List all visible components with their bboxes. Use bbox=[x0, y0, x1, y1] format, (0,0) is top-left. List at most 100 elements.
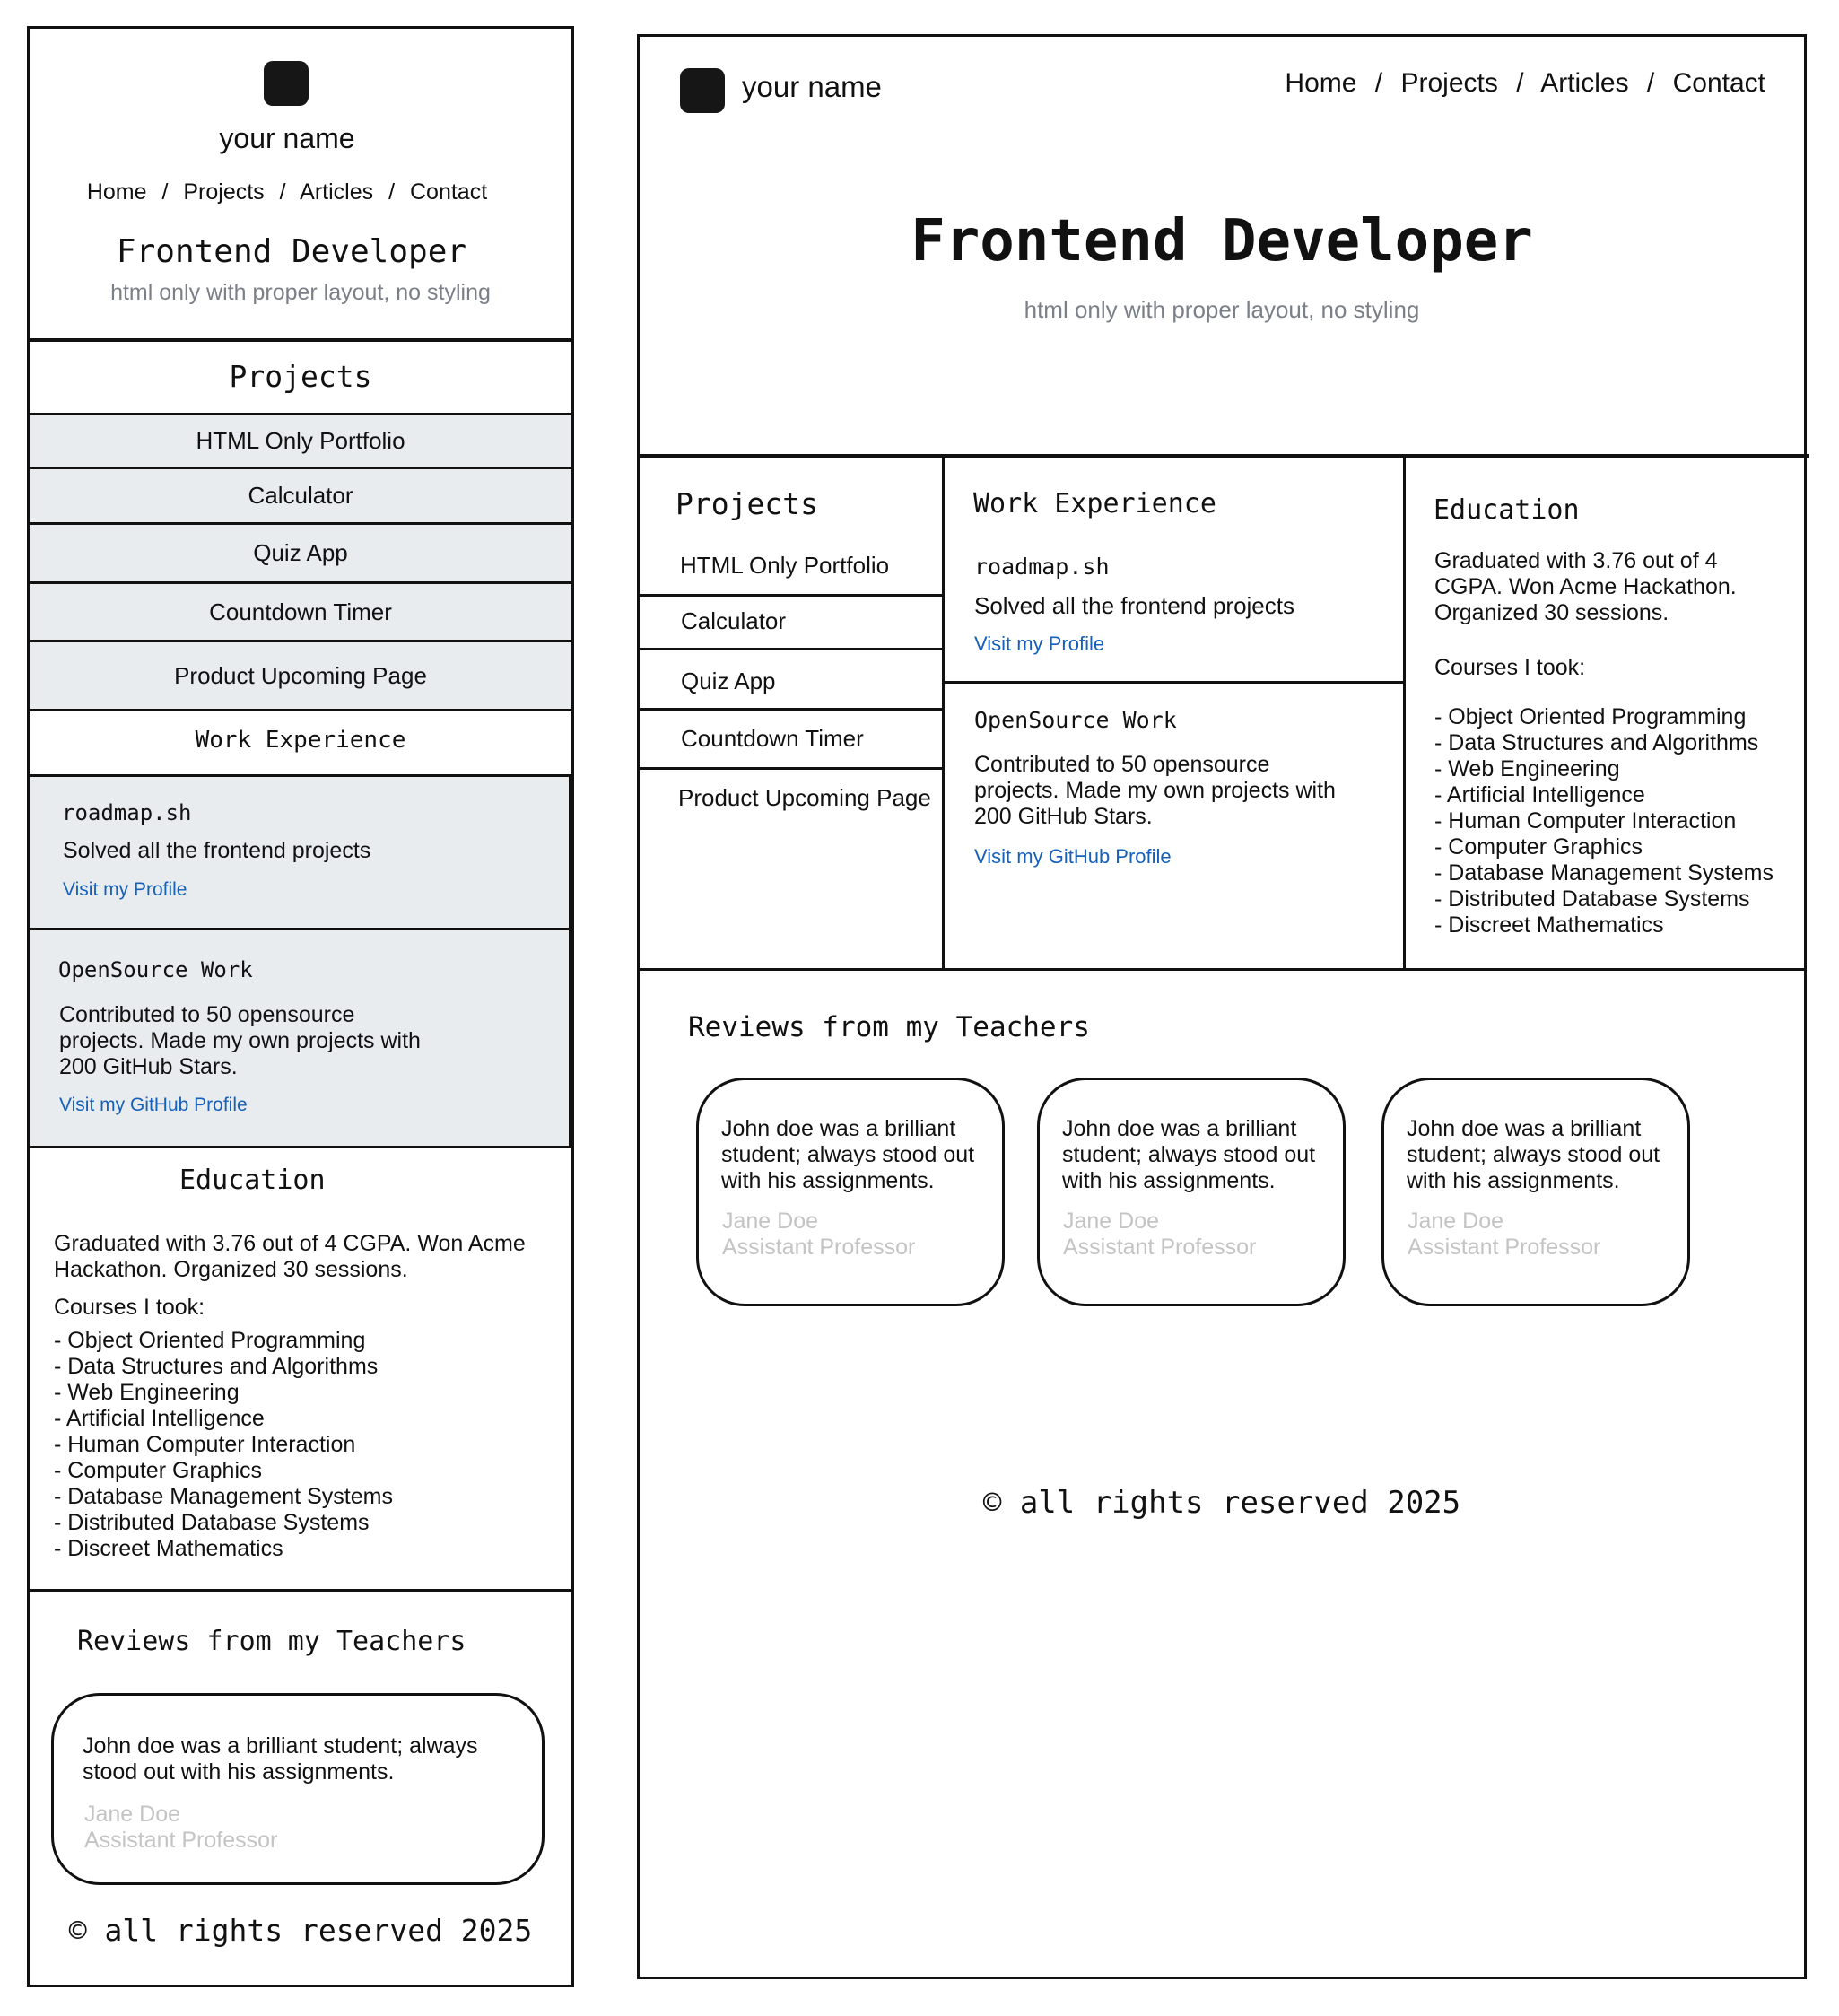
nav-separator: / bbox=[1646, 68, 1655, 98]
column-divider bbox=[942, 458, 945, 970]
course-item: - Discreet Mathematics bbox=[1434, 912, 1664, 938]
desktop-wireframe bbox=[637, 34, 1807, 1979]
project-item[interactable]: Quiz App bbox=[681, 668, 776, 694]
desktop-education-heading: Education bbox=[1434, 494, 1580, 526]
nav-separator: / bbox=[388, 179, 396, 205]
mobile-education-heading: Education bbox=[179, 1165, 326, 1196]
project-item[interactable]: Product Upcoming Page bbox=[27, 640, 574, 711]
project-item[interactable]: Calculator bbox=[27, 467, 574, 525]
course-item: - Distributed Database Systems bbox=[54, 1510, 370, 1535]
mobile-work-card-roadmap: roadmap.sh Solved all the frontend proje… bbox=[27, 777, 571, 928]
visit-profile-link[interactable]: Visit my Profile bbox=[974, 633, 1105, 655]
nav-projects-link[interactable]: Projects bbox=[183, 179, 265, 205]
nav-separator: / bbox=[279, 179, 286, 205]
work-title: roadmap.sh bbox=[974, 554, 1110, 580]
project-item[interactable]: Countdown Timer bbox=[27, 581, 574, 642]
desktop-courses-label: Courses I took: bbox=[1434, 655, 1586, 680]
divider bbox=[27, 928, 574, 930]
mobile-hero-subtitle: html only with proper layout, no styling bbox=[110, 280, 491, 305]
divider bbox=[640, 767, 942, 770]
desktop-review-card: John doe was a brilliant student; always… bbox=[1381, 1078, 1690, 1306]
divider bbox=[942, 681, 1404, 684]
nav-articles-link[interactable]: Articles bbox=[1540, 68, 1629, 98]
divider bbox=[640, 968, 1807, 971]
desktop-review-card: John doe was a brilliant student; always… bbox=[696, 1078, 1005, 1306]
work-title: roadmap.sh bbox=[62, 800, 192, 825]
work-text: Contributed to 50 opensource projects. M… bbox=[59, 1002, 421, 1079]
visit-github-link[interactable]: Visit my GitHub Profile bbox=[59, 1095, 248, 1115]
mobile-work-heading: Work Experience bbox=[195, 727, 406, 754]
course-item: - Web Engineering bbox=[1434, 756, 1620, 781]
course-item: - Distributed Database Systems bbox=[1434, 886, 1750, 912]
review-author: Jane Doe Assistant Professor bbox=[1063, 1209, 1257, 1260]
project-item[interactable]: Product Upcoming Page bbox=[678, 784, 931, 811]
course-item: - Human Computer Interaction bbox=[54, 1432, 356, 1457]
mobile-reviews-heading: Reviews from my Teachers bbox=[77, 1626, 466, 1657]
course-item: - Computer Graphics bbox=[54, 1458, 263, 1483]
divider bbox=[640, 708, 942, 711]
divider bbox=[640, 594, 942, 597]
work-text: Solved all the frontend projects bbox=[63, 838, 371, 863]
logo-square-icon bbox=[680, 68, 725, 113]
logo-square-icon bbox=[264, 61, 309, 106]
course-item: - Object Oriented Programming bbox=[1434, 704, 1747, 729]
visit-profile-link[interactable]: Visit my Profile bbox=[63, 879, 187, 900]
review-quote: John doe was a brilliant student; always… bbox=[83, 1733, 478, 1785]
desktop-courses-list: - Object Oriented Programming - Data Str… bbox=[1434, 704, 1774, 938]
mobile-hero-title: Frontend Developer bbox=[116, 233, 467, 270]
work-title: OpenSource Work bbox=[58, 957, 253, 982]
course-item: - Data Structures and Algorithms bbox=[54, 1354, 379, 1379]
review-author: Jane Doe Assistant Professor bbox=[1408, 1209, 1601, 1260]
mobile-courses-list: - Object Oriented Programming - Data Str… bbox=[54, 1328, 393, 1562]
mobile-review-card: John doe was a brilliant student; always… bbox=[51, 1693, 545, 1885]
nav-home-link[interactable]: Home bbox=[86, 179, 147, 205]
course-item: - Discreet Mathematics bbox=[54, 1536, 283, 1561]
nav-contact-link[interactable]: Contact bbox=[410, 179, 488, 205]
divider bbox=[27, 1589, 574, 1592]
project-item[interactable]: HTML Only Portfolio bbox=[27, 413, 574, 469]
review-author: Jane Doe Assistant Professor bbox=[84, 1802, 278, 1853]
work-text: Contributed to 50 opensource projects. M… bbox=[974, 752, 1336, 829]
divider bbox=[27, 774, 574, 777]
divider bbox=[640, 648, 942, 650]
desktop-footer: © all rights reserved 2025 bbox=[982, 1485, 1461, 1521]
desktop-nav: Home / Projects / Articles / Contact bbox=[1285, 68, 1765, 99]
desktop-education-summary: Graduated with 3.76 out of 4 CGPA. Won A… bbox=[1434, 548, 1737, 625]
nav-contact-link[interactable]: Contact bbox=[1672, 68, 1765, 98]
course-item: - Artificial Intelligence bbox=[1434, 782, 1645, 807]
nav-separator: / bbox=[1516, 68, 1524, 98]
desktop-work-heading: Work Experience bbox=[973, 488, 1216, 519]
visit-github-link[interactable]: Visit my GitHub Profile bbox=[974, 845, 1172, 868]
course-item: - Database Management Systems bbox=[1434, 860, 1774, 886]
divider bbox=[640, 454, 1809, 458]
project-item[interactable]: Quiz App bbox=[27, 522, 574, 584]
nav-home-link[interactable]: Home bbox=[1285, 68, 1357, 98]
project-item[interactable]: Calculator bbox=[681, 607, 787, 634]
project-item[interactable]: HTML Only Portfolio bbox=[680, 552, 890, 579]
work-text: Solved all the frontend projects bbox=[974, 592, 1294, 619]
mobile-education-summary: Graduated with 3.76 out of 4 CGPA. Won A… bbox=[54, 1231, 526, 1282]
course-item: - Computer Graphics bbox=[1434, 834, 1643, 860]
nav-articles-link[interactable]: Articles bbox=[300, 179, 374, 205]
course-item: - Database Management Systems bbox=[54, 1484, 393, 1509]
desktop-hero-subtitle: html only with proper layout, no styling bbox=[1024, 296, 1420, 323]
course-item: - Object Oriented Programming bbox=[54, 1328, 366, 1353]
desktop-review-card: John doe was a brilliant student; always… bbox=[1037, 1078, 1346, 1306]
desktop-hero-title: Frontend Developer bbox=[911, 208, 1533, 275]
desktop-brand-name: your name bbox=[742, 70, 882, 103]
review-quote: John doe was a brilliant student; always… bbox=[721, 1116, 975, 1193]
mobile-brand-name: your name bbox=[219, 122, 355, 154]
nav-separator: / bbox=[161, 179, 169, 205]
review-quote: John doe was a brilliant student; always… bbox=[1062, 1116, 1316, 1193]
course-item: - Human Computer Interaction bbox=[1434, 808, 1737, 833]
work-title: OpenSource Work bbox=[974, 707, 1177, 733]
mobile-nav: Home / Projects / Articles / Contact bbox=[27, 179, 547, 205]
course-item: - Web Engineering bbox=[54, 1380, 240, 1405]
nav-projects-link[interactable]: Projects bbox=[1400, 68, 1498, 98]
desktop-reviews-heading: Reviews from my Teachers bbox=[688, 1011, 1090, 1043]
desktop-projects-heading: Projects bbox=[675, 486, 818, 521]
divider bbox=[27, 338, 574, 342]
nav-separator: / bbox=[1374, 68, 1383, 98]
column-divider bbox=[1403, 458, 1406, 970]
project-item[interactable]: Countdown Timer bbox=[681, 725, 864, 752]
